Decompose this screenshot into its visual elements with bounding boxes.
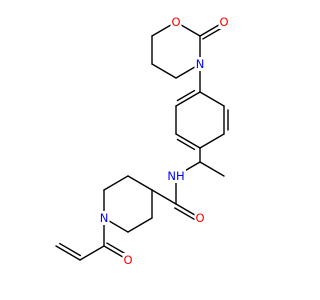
bond-vinyl-double xyxy=(59,242,81,257)
bond-ar-3-4 xyxy=(199,133,225,149)
bond-ar-6-1-double xyxy=(176,89,196,102)
ketone-oxygen-label: O xyxy=(219,15,228,29)
amide-nh-label: NH xyxy=(167,169,184,183)
amide-nh-label-backdrop xyxy=(166,169,186,183)
molecule-canvas: O O N NH O N O xyxy=(55,15,230,267)
amide-oxygen-label-backdrop xyxy=(194,211,206,225)
bond-pip-2b-3b xyxy=(127,217,153,233)
bond-ar-6-1 xyxy=(175,91,201,107)
ring-nitrogen-label-backdrop xyxy=(194,57,206,71)
bond-carbonyl-pip-c4 xyxy=(151,189,177,205)
bond-pip-3a-2a xyxy=(103,175,129,191)
bond-pip-4-3a xyxy=(127,175,153,191)
bond-ar-1-2 xyxy=(199,91,225,107)
piperidine-nitrogen-label-backdrop xyxy=(98,211,110,225)
ring-oxygen-label: O xyxy=(171,15,180,29)
acryl-oxygen-label: O xyxy=(123,253,132,267)
bond-ar-4-5-double xyxy=(176,138,196,151)
bond-ch-methyl xyxy=(199,161,225,177)
acryl-oxygen-label-backdrop xyxy=(122,253,134,267)
bond-c4-c5 xyxy=(151,63,177,79)
bond-acyl-alpha xyxy=(79,245,105,261)
structure-diagram: O O N NH O N O xyxy=(55,15,230,267)
ring-oxygen-label-backdrop xyxy=(170,15,182,29)
bond-vinyl xyxy=(55,245,81,261)
ketone-oxygen-label-backdrop xyxy=(218,15,230,29)
atom-layer: O O N NH O N O xyxy=(98,15,230,267)
piperidine-nitrogen-label: N xyxy=(100,211,109,225)
ring-nitrogen-label: N xyxy=(196,57,205,71)
amide-oxygen-label: O xyxy=(195,211,204,225)
bond-ar-4-5 xyxy=(175,133,201,149)
bond-amide-c-o-double xyxy=(174,207,198,222)
